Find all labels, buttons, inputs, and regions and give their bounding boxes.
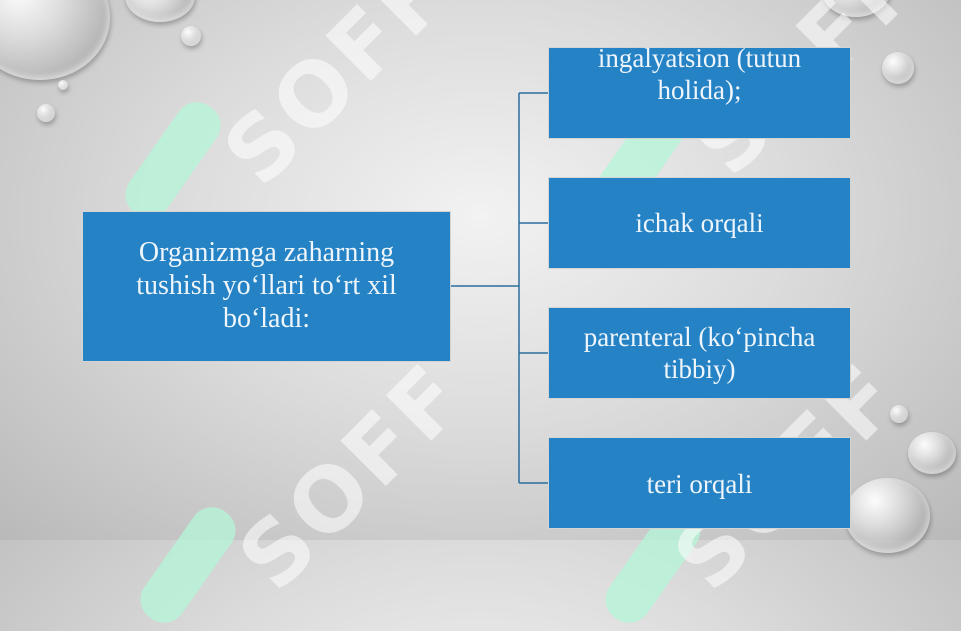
child-node-text: parenteral (ko‘pincha tibbiy)	[583, 322, 816, 384]
child-node-skin: teri orqali	[548, 437, 851, 529]
child-node-text: ichak orqali	[635, 208, 764, 238]
child-node-intestinal: ichak orqali	[548, 177, 851, 269]
child-node-parenteral: parenteral (ko‘pincha tibbiy)	[548, 307, 851, 399]
water-drop-decoration	[882, 52, 914, 84]
water-drop-decoration	[37, 104, 55, 122]
root-node: Organizmga zaharning tushish yo‘llari to…	[82, 211, 451, 362]
water-drop-decoration	[890, 405, 908, 423]
water-drop-decoration	[125, 0, 195, 22]
water-drop-decoration	[181, 26, 201, 46]
water-drop-decoration	[822, 0, 890, 17]
child-node-text: ingalyatsion (tutun holida);	[597, 43, 802, 105]
child-node-inhalation: ingalyatsion (tutun holida);	[548, 43, 851, 139]
root-node-text: Organizmga zaharning tushish yo‘llari to…	[136, 237, 397, 334]
water-drop-decoration	[58, 80, 68, 90]
connector-lines	[451, 92, 548, 484]
child-node-text: teri orqali	[646, 469, 753, 499]
water-drop-decoration	[908, 432, 956, 474]
